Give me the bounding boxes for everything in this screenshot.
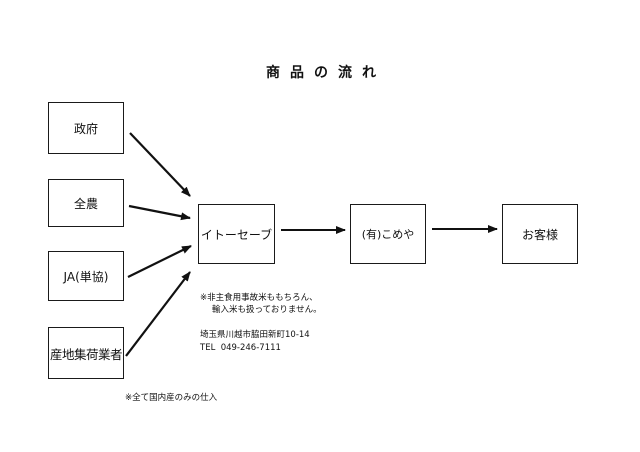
arrow-ja-to-itosave (127, 245, 192, 278)
address-text: 埼玉県川越市脇田新町10-14 (200, 330, 310, 340)
tel-text: TEL 049-246-7111 (200, 343, 281, 353)
arrow-zennoh-to-itosave (128, 204, 191, 221)
source-label: JA(単協) (63, 269, 109, 284)
page-title: 商品の流れ (266, 65, 386, 81)
chain-label: イトーセーブ (200, 227, 273, 242)
source-label: 政府 (73, 121, 98, 136)
source-box-zennoh: 全農 (48, 179, 124, 227)
source-label: 産地集荷業者 (49, 346, 123, 362)
note-line-1: ※非主食用事故米ももちろん、 (200, 293, 318, 303)
chain-label: (有)こめや (361, 228, 415, 241)
chain-box-customer: お客様 (502, 204, 578, 264)
source-box-government: 政府 (48, 102, 124, 154)
chain-box-komeya: (有)こめや (350, 204, 426, 264)
source-box-collector: 産地集荷業者 (48, 327, 124, 379)
source-label: 全農 (73, 196, 98, 211)
source-box-ja: JA(単協) (48, 251, 124, 301)
footnote: ※全て国内産のみの仕入 (125, 393, 218, 403)
chain-label: お客様 (521, 227, 558, 242)
chain-box-itosave: イトーセーブ (198, 204, 275, 264)
arrow-government-to-itosave (129, 132, 191, 197)
note-line-2: 輸入米も扱っておりません。 (212, 305, 322, 315)
arrow-collector-to-itosave (125, 271, 191, 357)
